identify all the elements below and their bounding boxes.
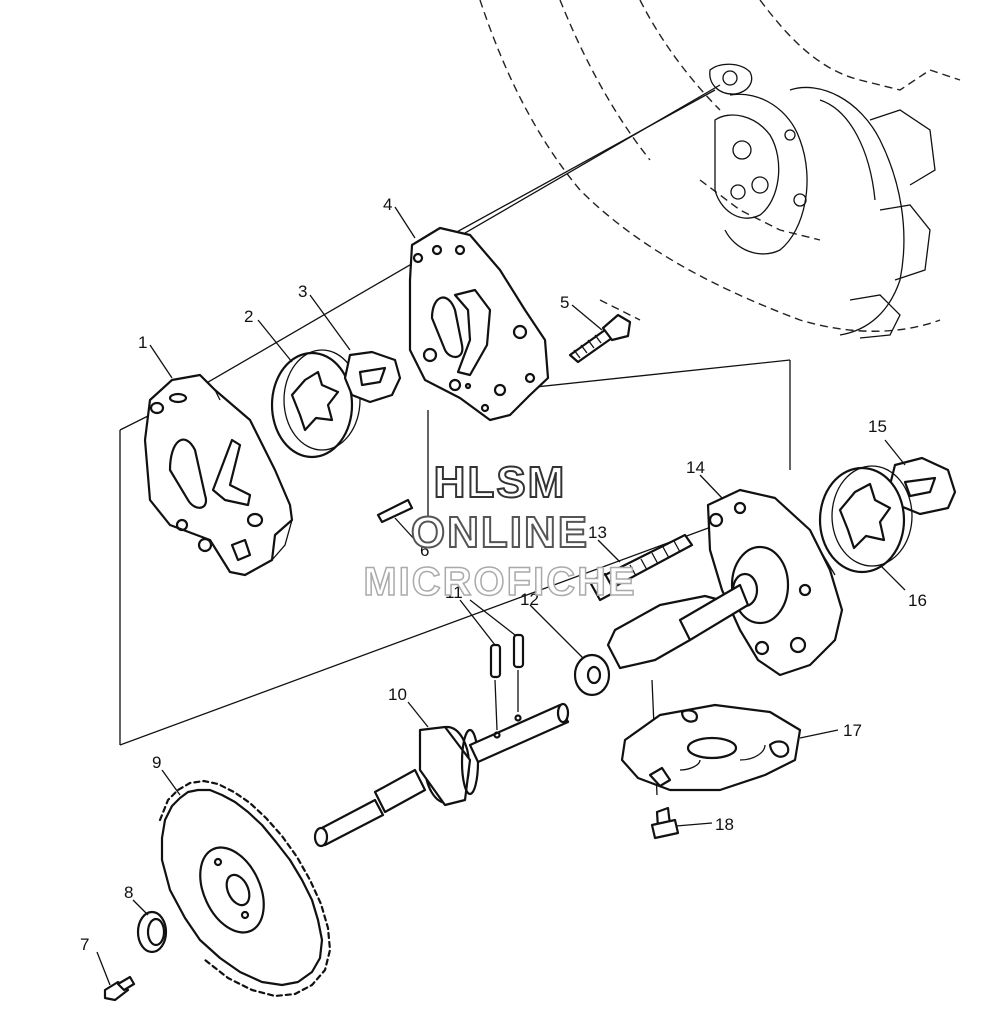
callout-13: 13 [588,523,607,542]
part-5-bolt [568,313,632,364]
callout-18: 18 [715,815,734,834]
callout-labels: 1 2 3 4 5 6 7 8 9 10 11 12 13 14 15 16 1… [80,195,927,954]
part-9-gear [158,779,332,998]
part-7-screw [103,975,136,1002]
callout-15: 15 [868,417,887,436]
part-4-cover-plate [408,226,550,422]
callout-10: 10 [388,685,407,704]
leader-lines [96,206,906,986]
callout-12: 12 [520,590,539,609]
callout-16: 16 [908,591,927,610]
part-17-cover-plate [620,703,802,792]
callout-3: 3 [298,282,307,301]
engine-housing-outline [479,0,961,339]
part-2-outer-rotor [270,349,361,459]
part-10-shaft [313,702,570,848]
part-12-thrust-washer [573,653,611,697]
part-1-pump-body [143,373,294,577]
part-14-pump-housing [606,488,844,677]
callout-14: 14 [686,458,705,477]
callout-4: 4 [383,195,392,214]
callout-6: 6 [420,541,429,560]
callout-17: 17 [843,721,862,740]
part-16-outer-rotor [818,465,913,574]
part-6-dowel-pin [376,498,414,524]
part-3-inner-rotor [343,350,402,404]
part-11-pins [489,633,525,731]
part-18-screw [650,806,680,840]
callout-1: 1 [138,333,147,352]
callout-11: 11 [445,583,463,602]
part-8-washer [136,910,168,954]
part-13-bolt [588,533,694,602]
callout-5: 5 [560,293,569,312]
callout-7: 7 [80,935,89,954]
callout-9: 9 [152,753,161,772]
callout-2: 2 [244,307,253,326]
callout-8: 8 [124,883,133,902]
